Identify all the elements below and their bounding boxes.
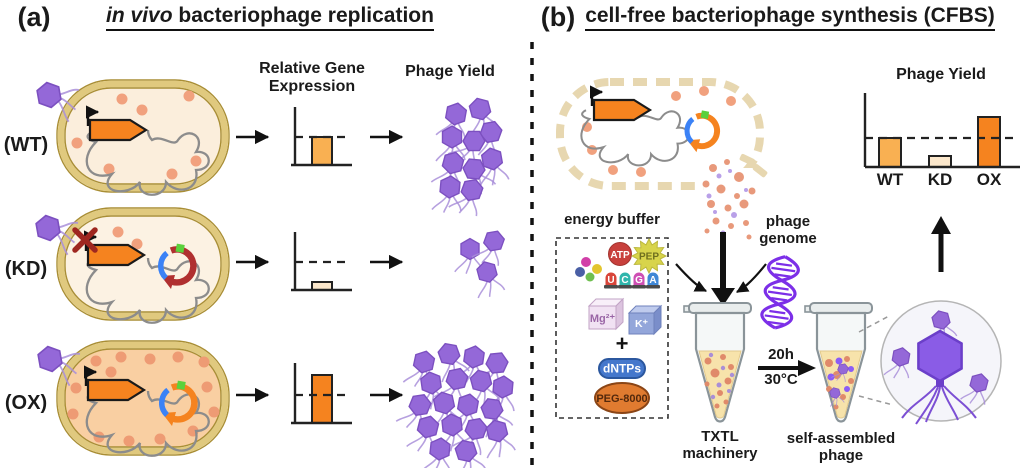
panel-a-tag: (a) <box>17 2 51 32</box>
lysed-cell <box>556 78 768 194</box>
panel-b-tag: (b) <box>540 2 576 32</box>
curved-arrow-left <box>675 263 707 292</box>
phage-cluster-wt <box>430 94 511 220</box>
chart-label-ox: OX <box>976 170 1002 189</box>
phage-yield-title-b: Phage Yield <box>896 66 986 83</box>
amino-acids-icon <box>575 257 602 282</box>
ox-cell <box>30 339 230 457</box>
curved-arrow-right <box>736 263 767 293</box>
nucleotide-a: A <box>646 272 660 289</box>
tube1-label: TXTL machinery <box>682 428 758 462</box>
expression-chart-ox <box>291 363 352 425</box>
zoom-connector <box>858 315 890 333</box>
energy-buffer-box: ATP PEP U C G <box>555 237 669 419</box>
row-label-ox: (OX) <box>4 392 48 414</box>
svg-text:ATP: ATP <box>610 250 630 261</box>
plasmid-ox <box>687 110 717 152</box>
phage-yield-chart <box>863 93 1020 169</box>
reaction-arrow <box>758 360 816 376</box>
wt-cell <box>29 75 230 196</box>
energy-buffer-label: energy buffer <box>564 211 660 228</box>
membrane-fragment <box>752 164 768 178</box>
membrane-fragment <box>739 153 755 166</box>
peg-pill: PEG-8000 <box>594 382 650 414</box>
panel-a-title: in vivo bacteriophage replication <box>60 4 480 31</box>
big-phage-icon <box>901 329 977 425</box>
row-label-kd: (KD) <box>4 258 48 280</box>
dntps-pill: dNTPs <box>598 358 646 379</box>
k-cube-icon: K⁺ <box>627 304 663 336</box>
protein-dots <box>71 90 202 180</box>
phage-cluster-ox <box>394 338 518 468</box>
panel-b-title: cell-free bacteriophage synthesis (CFBS) <box>560 4 1020 31</box>
knockdown-x-icon <box>72 227 98 253</box>
gene-arrow <box>592 92 650 120</box>
svg-text:G: G <box>635 275 643 286</box>
nucleotide-c: C <box>618 272 632 289</box>
reaction-time-label: 20h <box>768 346 794 363</box>
svg-text:PEP: PEP <box>639 252 659 263</box>
panel-a-title-italic: in vivo <box>106 4 173 27</box>
row-label-wt: (WT) <box>3 134 49 156</box>
atp-icon: ATP <box>608 242 632 266</box>
expression-chart-wt <box>291 107 352 167</box>
bar-wt <box>311 136 333 166</box>
pep-icon: PEP <box>630 237 668 275</box>
bar-wt <box>878 137 902 168</box>
tube2-label: self-assembled phage <box>786 430 896 464</box>
svg-text:U: U <box>607 275 614 286</box>
panel-b: ATP PEP U C G <box>555 78 1020 425</box>
magnifier-circle <box>880 300 1002 425</box>
mg-cube-icon: Mg²⁺ <box>587 297 625 331</box>
down-arrow <box>711 232 735 306</box>
svg-text:C: C <box>621 275 628 286</box>
panel-a-title-rest: bacteriophage replication <box>178 4 434 27</box>
chart-label-kd: KD <box>927 170 953 189</box>
tube-self-assembled <box>803 301 874 423</box>
svg-text:PEG-8000: PEG-8000 <box>596 393 647 405</box>
tube-txtl <box>682 301 753 423</box>
zoom-connector <box>858 395 894 406</box>
plus-sign: + <box>616 331 629 356</box>
svg-text:Mg²⁺: Mg²⁺ <box>590 313 616 325</box>
expression-chart-kd <box>291 232 352 292</box>
bar-ox <box>977 116 1001 168</box>
nucleotide-g: G <box>632 272 646 289</box>
phage-yield-header: Phage Yield <box>405 63 495 80</box>
phage-cluster-kd <box>454 225 510 301</box>
kd-cell <box>28 207 230 324</box>
reaction-temp-label: 30°C <box>764 371 798 388</box>
phage-genome-label: phage genome <box>759 213 817 247</box>
up-arrow <box>931 216 951 272</box>
svg-text:K⁺: K⁺ <box>635 318 649 330</box>
bar-ox <box>311 374 333 424</box>
dashed-membrane <box>556 78 764 190</box>
nucleotide-u: U <box>604 272 618 289</box>
gene-expression-header: Relative Gene Expression <box>259 60 365 95</box>
chart-label-wt: WT <box>876 170 904 189</box>
svg-text:dNTPs: dNTPs <box>603 362 641 376</box>
dna-helix-icon <box>760 255 800 330</box>
bar-kd <box>928 155 952 168</box>
panel-a <box>28 75 518 468</box>
svg-text:A: A <box>649 275 656 286</box>
